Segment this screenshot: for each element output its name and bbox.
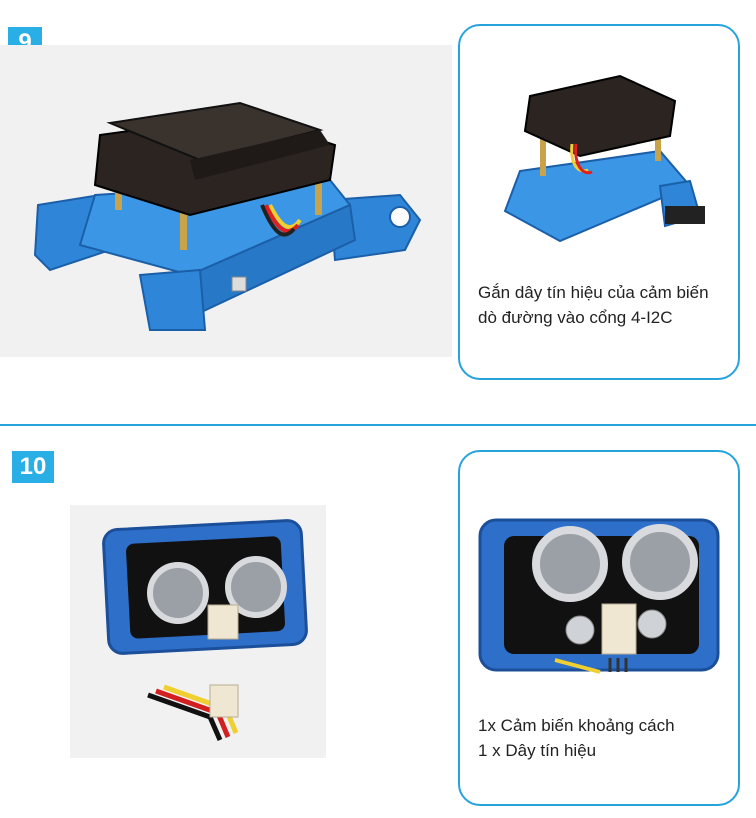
- section-divider: [0, 424, 756, 426]
- step9-caption-line2: dò đường vào cổng 4-I2C: [478, 308, 673, 327]
- step10-detail-card: 1x Cảm biến khoảng cách 1 x Dây tín hiệu: [458, 450, 740, 806]
- step10-detail-illustration: [478, 518, 720, 674]
- ultrasonic-sensor-with-cable-illustration: [102, 519, 308, 741]
- step9-caption-line1: Gắn dây tín hiệu của cảm biến: [478, 283, 709, 302]
- step10-main-illustration-panel: [70, 505, 326, 758]
- step9-detail-illustration: [503, 74, 705, 243]
- robot-chassis-with-board-illustration: [33, 101, 422, 331]
- step9-main-illustration-panel: [0, 45, 452, 357]
- step9-detail-card: Gắn dây tín hiệu của cảm biến dò đường v…: [458, 24, 740, 380]
- step-number-badge-10: 10: [12, 451, 54, 483]
- step10-caption-line1: 1x Cảm biến khoảng cách: [478, 716, 675, 735]
- step10-caption-line2: 1 x Dây tín hiệu: [478, 741, 597, 760]
